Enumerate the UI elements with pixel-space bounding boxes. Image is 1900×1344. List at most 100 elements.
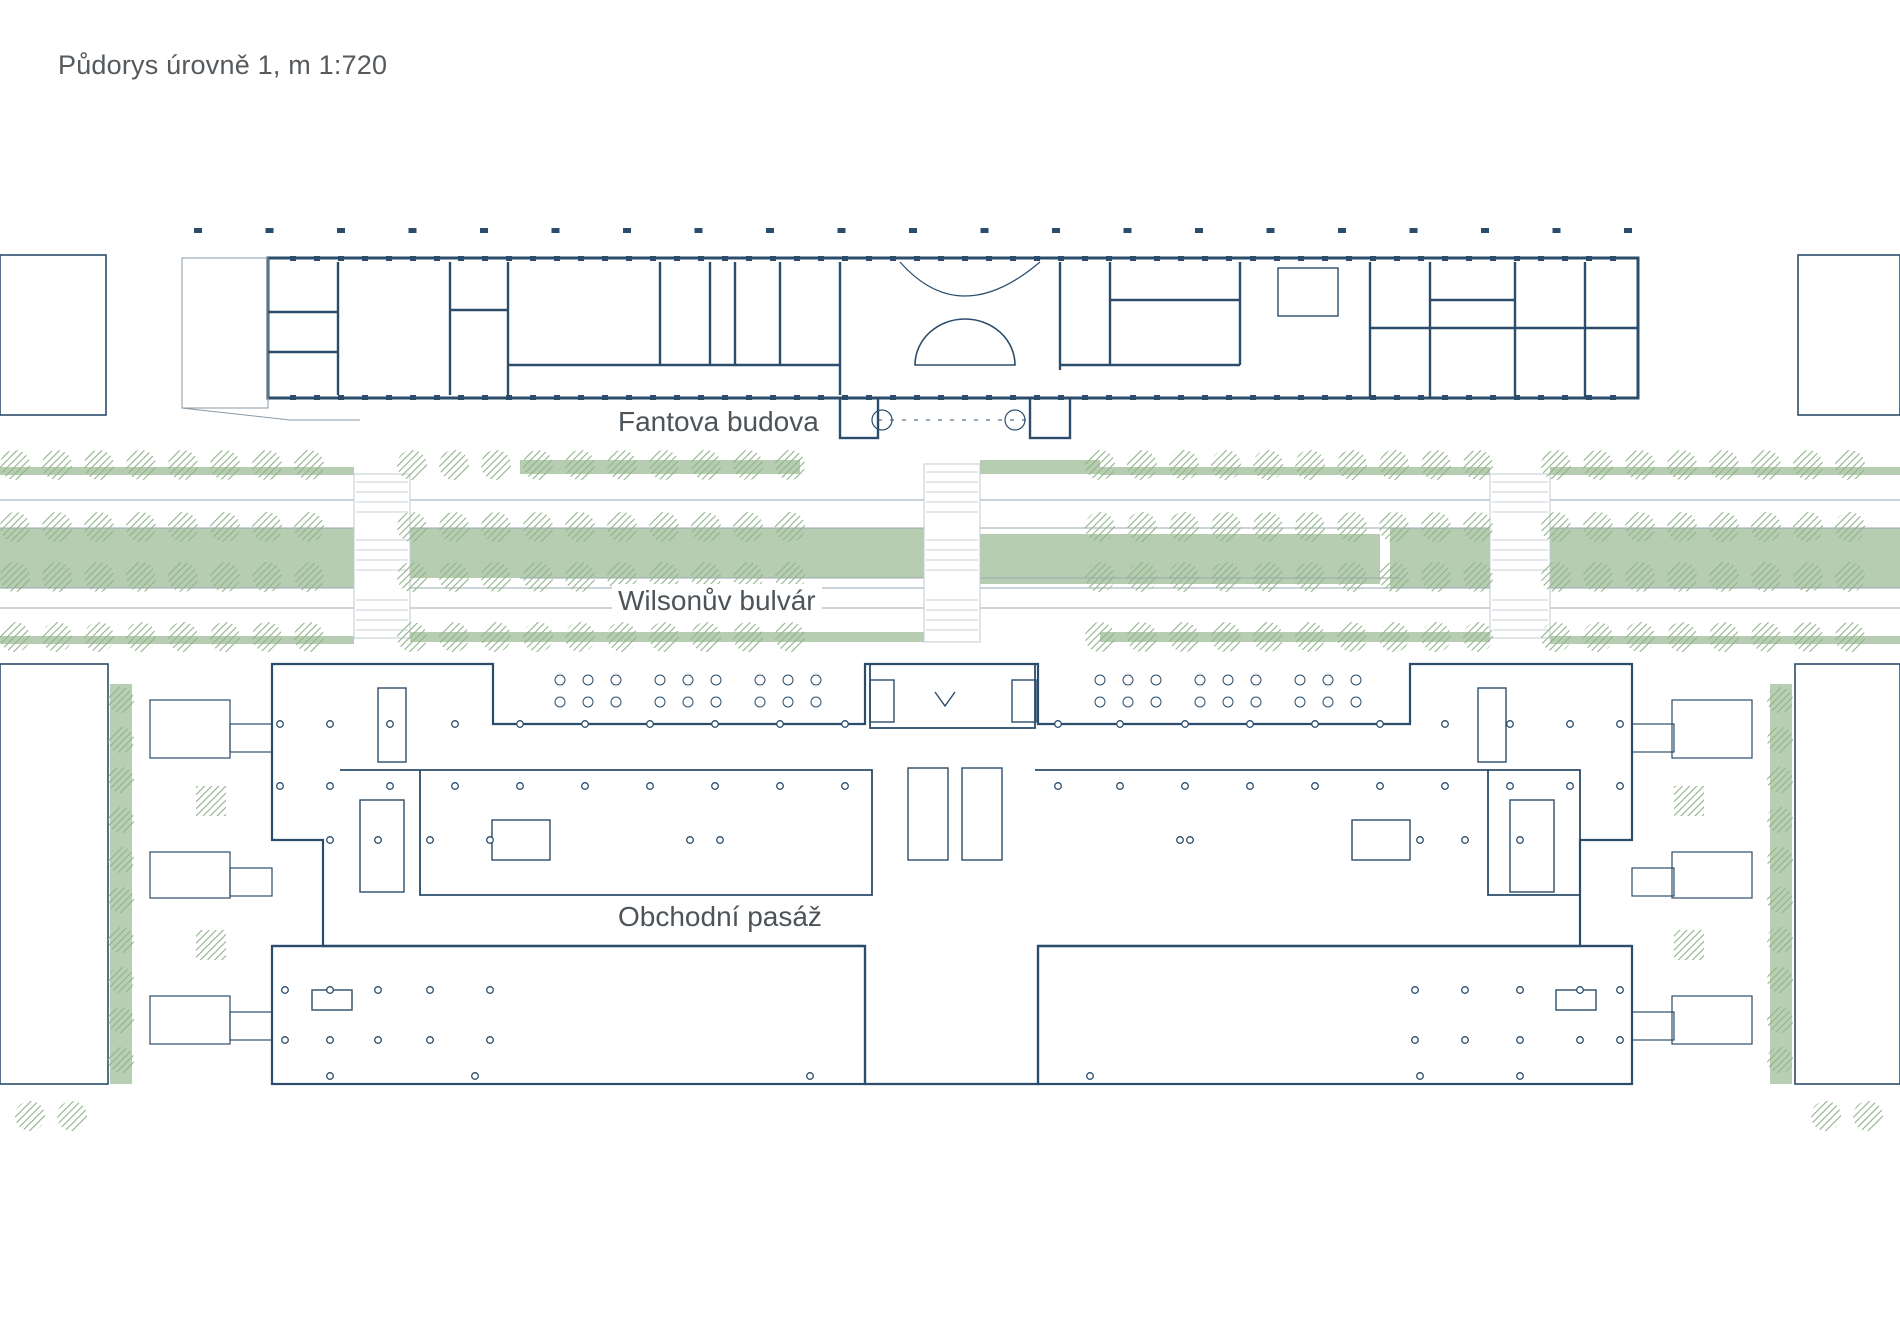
wall-pier — [1610, 256, 1616, 261]
column — [1616, 1036, 1624, 1044]
column — [426, 836, 434, 844]
tree — [15, 1101, 45, 1131]
wall-pier — [1010, 395, 1016, 400]
wall-pier — [1562, 256, 1568, 261]
tree — [294, 562, 324, 592]
tree — [108, 1007, 134, 1033]
wall-pier — [962, 256, 968, 261]
window-mark — [265, 228, 274, 233]
column — [1246, 720, 1254, 728]
tree — [523, 562, 553, 592]
wall-pier — [1082, 395, 1088, 400]
tree — [1811, 1101, 1841, 1131]
window-mark — [980, 228, 989, 233]
wall-pier — [458, 395, 464, 400]
tree — [1253, 512, 1283, 542]
cafe-table — [1350, 696, 1362, 708]
side-green-strips — [110, 684, 1792, 1084]
tree — [1767, 727, 1793, 753]
tree — [439, 512, 469, 542]
tree — [691, 450, 721, 480]
wall-pier — [626, 256, 632, 261]
wall-pier — [1178, 256, 1184, 261]
cafe-table — [754, 696, 766, 708]
wall-pier — [506, 256, 512, 261]
wall-pier — [818, 395, 824, 400]
tree — [210, 622, 240, 652]
wall-pier — [1010, 256, 1016, 261]
window-mark — [1123, 228, 1132, 233]
tree — [1421, 562, 1451, 592]
tree — [1835, 450, 1865, 480]
column — [1566, 782, 1574, 790]
tree — [1793, 512, 1823, 542]
window-mark — [1195, 228, 1203, 233]
tree — [1541, 450, 1571, 480]
tree — [108, 767, 134, 793]
cafe-table — [754, 674, 766, 686]
tree — [1337, 450, 1367, 480]
cafe-table — [1194, 674, 1206, 686]
wall-pier — [434, 256, 440, 261]
tree — [1835, 562, 1865, 592]
column — [1461, 1036, 1469, 1044]
cafe-table — [1222, 674, 1234, 686]
tree — [1169, 512, 1199, 542]
tree — [1751, 512, 1781, 542]
tree — [397, 512, 427, 542]
wall-pier — [554, 395, 560, 400]
wall-pier — [1322, 256, 1328, 261]
tree — [0, 512, 30, 542]
tree — [294, 512, 324, 542]
tree — [481, 622, 511, 652]
tree — [1211, 622, 1241, 652]
tree — [439, 622, 469, 652]
tree — [1709, 512, 1739, 542]
facade-windows — [194, 228, 1632, 400]
tree — [1463, 622, 1493, 652]
window-mark — [194, 228, 202, 233]
tree — [775, 450, 805, 480]
column — [281, 1036, 289, 1044]
tree — [108, 887, 134, 913]
tree — [691, 622, 721, 652]
column — [711, 782, 719, 790]
wall-pier — [338, 256, 344, 261]
column — [426, 1036, 434, 1044]
column — [1411, 986, 1419, 994]
cafe-table — [710, 696, 722, 708]
wall-pier — [1130, 395, 1136, 400]
tree — [84, 450, 114, 480]
column — [451, 782, 459, 790]
tree — [1625, 622, 1655, 652]
cafe-table — [782, 696, 794, 708]
tree — [1421, 622, 1451, 652]
column — [1506, 720, 1514, 728]
fantova-building — [181, 256, 1640, 440]
tree — [481, 512, 511, 542]
wall-pier — [530, 256, 536, 261]
column — [1516, 836, 1524, 844]
neighbour-buildings — [0, 254, 1900, 1085]
cafe-table — [1122, 674, 1134, 686]
column — [841, 782, 849, 790]
column — [716, 836, 724, 844]
tree — [1667, 562, 1697, 592]
wall-pier — [1202, 395, 1208, 400]
wall-pier — [794, 256, 800, 261]
tree — [0, 450, 30, 480]
tree — [1751, 562, 1781, 592]
column — [1311, 782, 1319, 790]
tree — [294, 622, 324, 652]
cafe-tables — [554, 674, 1362, 708]
tree — [1295, 450, 1325, 480]
tree — [1169, 450, 1199, 480]
window-mark — [408, 228, 417, 233]
tree — [397, 450, 427, 480]
wall-pier — [290, 395, 296, 400]
tree — [210, 450, 240, 480]
wall-pier — [1346, 395, 1352, 400]
tree — [108, 1047, 134, 1073]
tree — [252, 450, 282, 480]
